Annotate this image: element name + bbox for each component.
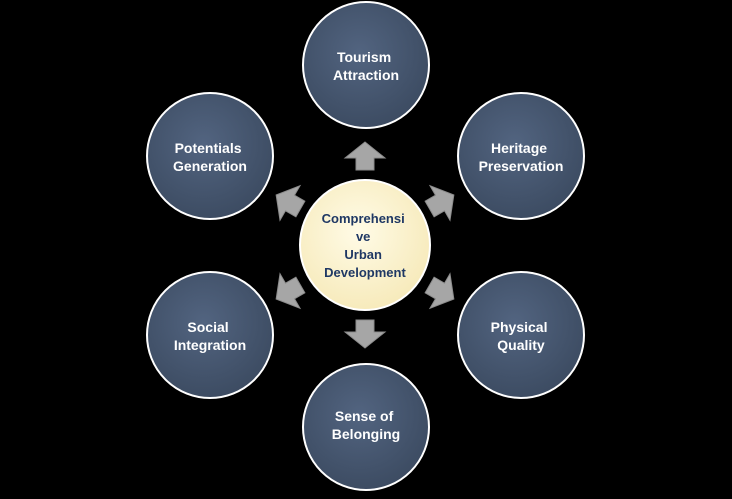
- center-label-line: Comprehensi: [322, 211, 405, 226]
- node-label-line: Quality: [497, 337, 545, 353]
- node-label-line: Sense of: [335, 408, 394, 424]
- node-circle: [146, 92, 274, 220]
- node-label: Tourism Attraction: [333, 49, 399, 83]
- node-potentials-generation: Potentials Generation: [146, 92, 274, 220]
- node-label-line: Heritage: [491, 140, 547, 156]
- node-label-line: Social: [187, 319, 228, 335]
- node-sense-of-belonging: Sense of Belonging: [302, 363, 430, 491]
- arrow-to-physical-quality: [424, 272, 455, 310]
- node-circle: [457, 92, 585, 220]
- node-label-line: Attraction: [333, 67, 399, 83]
- center-label-line: Development: [324, 265, 406, 280]
- arrow-to-social-integration: [275, 272, 306, 310]
- node-circle: [302, 363, 430, 491]
- node-heritage-preservation: Heritage Preservation: [457, 92, 585, 220]
- center-label-line: Urban: [344, 247, 382, 262]
- node-label-line: Belonging: [332, 426, 400, 442]
- node-label-line: Preservation: [479, 158, 564, 174]
- arrow-to-potentials-generation: [275, 184, 306, 222]
- arrow-to-tourism-attraction: [343, 141, 387, 171]
- node-label: Physical Quality: [491, 319, 552, 353]
- node-label-line: Tourism: [337, 49, 391, 65]
- node-label: Heritage Preservation: [479, 140, 564, 174]
- node-label-line: Integration: [174, 337, 246, 353]
- node-label: Sense of Belonging: [332, 408, 400, 442]
- node-label-line: Generation: [173, 158, 247, 174]
- center-circle: [299, 179, 431, 311]
- arrow-to-sense-of-belonging: [343, 319, 387, 349]
- arrow-to-heritage-preservation: [424, 184, 455, 222]
- center-label: Comprehensi ve Urban Development: [322, 211, 409, 280]
- node-circle: [146, 271, 274, 399]
- node-label-line: Physical: [491, 319, 548, 335]
- node-label: Potentials Generation: [173, 140, 247, 174]
- node-tourism-attraction: Tourism Attraction: [302, 1, 430, 129]
- node-label-line: Potentials: [175, 140, 242, 156]
- node-social-integration: Social Integration: [146, 271, 274, 399]
- node-physical-quality: Physical Quality: [457, 271, 585, 399]
- node-circle: [302, 1, 430, 129]
- center-label-line: ve: [356, 229, 370, 244]
- arrows-group: [275, 141, 455, 349]
- center-node: Comprehensi ve Urban Development: [299, 179, 431, 311]
- node-circle: [457, 271, 585, 399]
- node-label: Social Integration: [174, 319, 246, 353]
